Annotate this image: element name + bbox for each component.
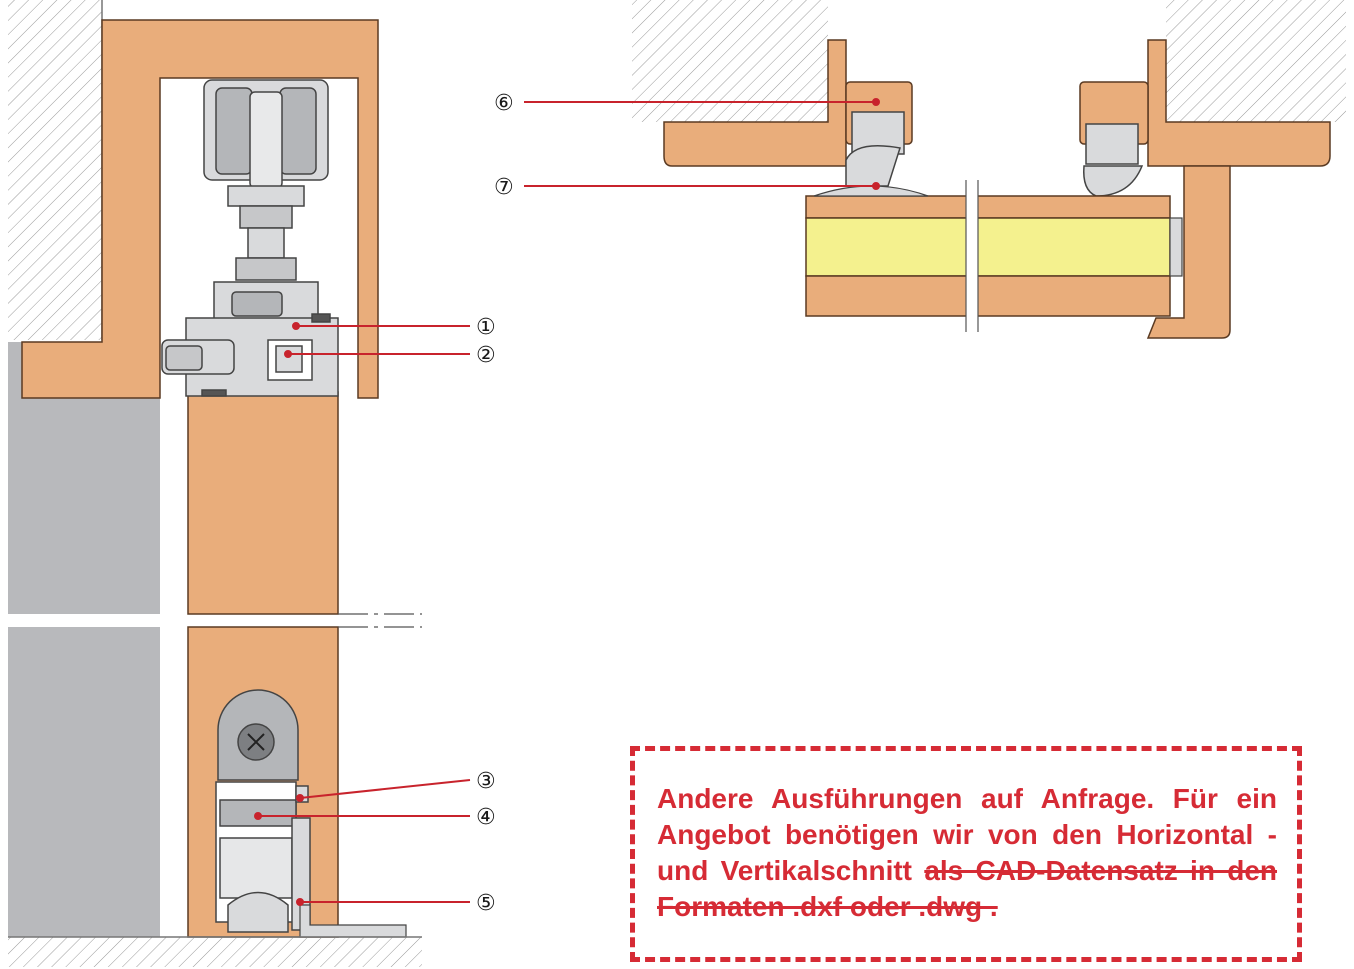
door-stop: [1146, 165, 1231, 339]
trolley-roller: [203, 79, 329, 323]
callout-leaders: [254, 98, 880, 906]
door-leaf-top-layer: [805, 195, 1171, 219]
wall-hatch-left: [632, 0, 828, 122]
left-seal: [845, 145, 901, 187]
callout-2: ②: [476, 343, 496, 368]
right-guide-profile: [1085, 123, 1139, 165]
door-leaf-core: [805, 217, 1171, 277]
edge-seal: [1169, 217, 1183, 277]
callout-numbers: ① ② ③ ④ ⑤ ⑥ ⑦: [476, 91, 514, 916]
drop-seal: [215, 689, 311, 933]
note-text: Andere Ausführungen auf Anfrage. Für ein…: [657, 781, 1277, 925]
callout-7: ⑦: [494, 175, 514, 200]
door-leaf-bottom-layer: [805, 275, 1171, 317]
horizontal-section: [632, 0, 1346, 339]
right-frame: [1147, 39, 1331, 167]
door-leaf-upper: [187, 391, 339, 615]
callout-5: ⑤: [476, 891, 496, 916]
floor-guide: [813, 185, 929, 197]
left-frame: [663, 39, 847, 167]
right-seal: [1083, 165, 1144, 197]
callout-6: ⑥: [494, 91, 514, 116]
leader-3: [299, 779, 471, 799]
note-box: Andere Ausführungen auf Anfrage. Für ein…: [630, 746, 1302, 962]
break-gap: [966, 180, 978, 332]
track-profile: [161, 313, 339, 397]
wall-hatch-upper: [8, 0, 102, 340]
callout-4: ④: [476, 805, 496, 830]
vertical-section: [8, 0, 422, 967]
note-struck: als CAD-Datensatz in den Formaten .dxf o…: [657, 855, 1278, 922]
callout-1: ①: [476, 315, 496, 340]
floor-hatch: [8, 937, 422, 967]
wall-hatch-right: [1166, 0, 1346, 122]
wooden-header-frame: [21, 19, 379, 399]
note-main: Andere Ausführungen auf Anfrage. Für ein…: [657, 783, 1277, 886]
callout-3: ③: [476, 769, 496, 794]
wall-gray-lower: [8, 627, 160, 937]
